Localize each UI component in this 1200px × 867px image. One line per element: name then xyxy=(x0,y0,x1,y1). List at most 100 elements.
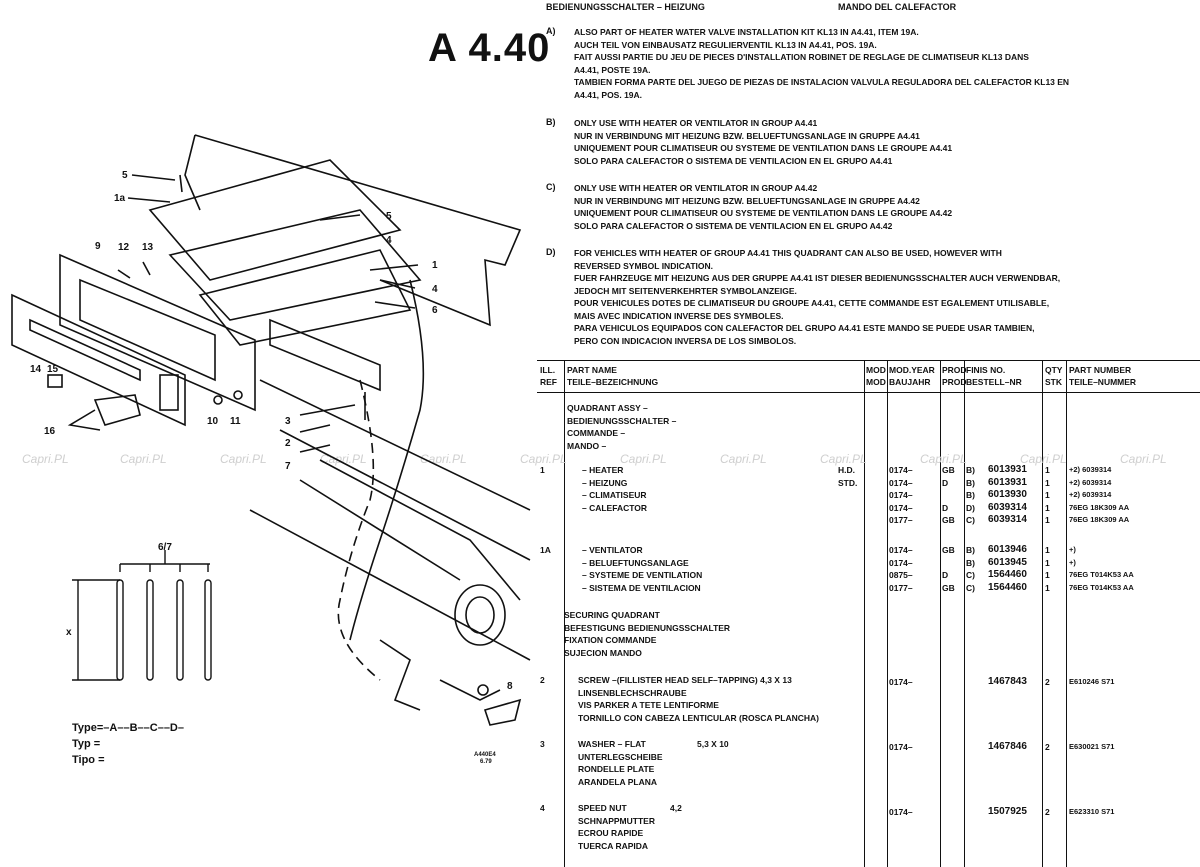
note-line: TAMBIEN FORMA PARTE DEL JUEGO DE PIEZAS … xyxy=(574,77,1070,87)
table-top-rule xyxy=(537,360,1200,361)
watermark: Capri.PL xyxy=(520,452,567,466)
ref-4-size: 4,2 xyxy=(670,803,682,813)
note-line: POUR VEHICULES DOTES DE CLIMATISEUR DU G… xyxy=(574,298,1050,308)
callout-15: 15 xyxy=(47,364,59,375)
note-b-key: B) xyxy=(546,117,556,127)
note-line: SOLO PARA CALEFACTOR O SISTEMA DE VENTIL… xyxy=(574,155,893,166)
note-line: NUR IN VERBINDUNG MIT HEIZUNG BZW. BELUE… xyxy=(574,195,920,206)
note-line: FOR VEHICLES WITH HEATER OF GROUP A4.41 … xyxy=(574,248,1002,258)
duct-outlet xyxy=(454,584,506,646)
watermark: Capri.PL xyxy=(1020,452,1067,466)
callout-13: 13 xyxy=(142,242,154,253)
ref-1a-notes: B)B)C)C) xyxy=(966,545,975,593)
ref-2-names: SCREW –(FILLISTER HEAD SELF–TAPPING) 4,3… xyxy=(578,675,819,723)
typ-line: Typ = xyxy=(72,738,101,750)
callout-8: 8 xyxy=(507,681,513,692)
note-line: SOLO PARA CALEFACTOR O SISTEMA DE VENTIL… xyxy=(574,220,893,231)
note-d: FOR VEHICLES WITH HEATER OF GROUP A4.41 … xyxy=(574,247,1194,347)
col-rule xyxy=(564,360,565,867)
callout-16: 16 xyxy=(44,426,56,437)
quadrant-panel xyxy=(59,253,256,412)
clip-8 xyxy=(483,698,522,726)
col-rule xyxy=(964,360,965,867)
ref-3-finis: 1467846 xyxy=(988,741,1027,752)
ref-1-mods: H.D.STD. xyxy=(838,465,858,488)
ref-1: 1 xyxy=(540,465,545,475)
callout-12: 12 xyxy=(118,242,130,253)
knob-15 xyxy=(47,374,63,388)
dashboard-lower xyxy=(249,379,531,661)
duct xyxy=(299,459,521,601)
watermark: Capri.PL xyxy=(720,452,767,466)
cable-1 xyxy=(349,279,425,641)
col-rule xyxy=(887,360,888,867)
note-line: UNIQUEMENT POUR CLIMATISEUR OU SYSTEME D… xyxy=(574,143,953,153)
ref-1a: 1A xyxy=(540,545,551,555)
callout-1a: 1a xyxy=(114,193,126,204)
note-line: FUER FAHRZEUGE MIT HEIZUNG AUS DER GRUPP… xyxy=(574,273,1061,283)
ref-4-year: 0174– xyxy=(889,807,913,817)
watermark: Capri.PL xyxy=(220,452,267,466)
callout-7: 7 xyxy=(285,461,291,472)
mounting-plate xyxy=(148,159,402,281)
lever-16 xyxy=(67,394,141,431)
col-rule xyxy=(1066,360,1067,867)
col-rule xyxy=(864,360,865,867)
ref-1-years: 0174–0174–0174–0174–0177– xyxy=(889,465,913,525)
lever-arm xyxy=(379,639,421,711)
watermark: Capri.PL xyxy=(22,452,69,466)
note-d-key: D) xyxy=(546,247,556,257)
note-line: FAIT AUSSI PARTIE DU JEU DE PIECES D'INS… xyxy=(574,52,1029,62)
callout-6: 6 xyxy=(432,305,438,316)
ref-4: 4 xyxy=(540,803,545,813)
bezel xyxy=(11,293,186,427)
callout-9: 9 xyxy=(95,241,101,252)
note-line: PERO CON INDICACION INVERSA DE LOS SIMBO… xyxy=(574,335,797,346)
note-line: PARA VEHICULOS EQUIPADOS CON CALEFACTOR … xyxy=(574,323,1035,333)
th-finis: FINIS NO.BESTELL–NR xyxy=(966,365,1022,387)
note-b: ONLY USE WITH HEATER OR VENTILATOR IN GR… xyxy=(574,117,1194,167)
note-line: ONLY USE WITH HEATER OR VENTILATOR IN GR… xyxy=(574,118,818,128)
callout-2: 2 xyxy=(285,438,291,449)
ref-3-pn: E630021 S71 xyxy=(1069,742,1115,751)
callout-10: 10 xyxy=(207,416,219,427)
group-title: QUADRANT ASSY –BEDIENUNGSSCHALTER –COMMA… xyxy=(567,403,677,451)
ref-2-pn: E610246 S71 xyxy=(1069,677,1115,686)
ref-1-names: – HEATER– HEIZUNG– CLIMATISEUR– CALEFACT… xyxy=(582,465,648,513)
note-c-key: C) xyxy=(546,182,556,192)
ref-2-qty: 2 xyxy=(1045,677,1050,687)
note-line: ONLY USE WITH HEATER OR VENTILATOR IN GR… xyxy=(574,183,818,193)
ref-4-qty: 2 xyxy=(1045,807,1050,817)
watermark: Capri.PL xyxy=(320,452,367,466)
th-ill-ref: ILL.REF xyxy=(540,365,557,387)
ref-2-finis: 1467843 xyxy=(988,676,1027,687)
ref-3-year: 0174– xyxy=(889,742,913,752)
ref-4-finis: 1507925 xyxy=(988,806,1027,817)
note-line: AUCH TEIL VON EINBAUSATZ REGULIERVENTIL … xyxy=(574,39,877,50)
ref-1a-names: – VENTILATOR– BELUEFTUNGSANLAGE– SYSTEME… xyxy=(582,545,703,593)
note-line: JEDOCH MIT SEITENVERKEHRTER SYMBOLANZEIG… xyxy=(574,285,797,296)
ref-3-qty: 2 xyxy=(1045,742,1050,752)
col-rule xyxy=(1042,360,1043,867)
ref-2: 2 xyxy=(540,675,545,685)
note-a: ALSO PART OF HEATER WATER VALVE INSTALLA… xyxy=(574,26,1194,101)
ref-2-year: 0174– xyxy=(889,677,913,687)
watermark: Capri.PL xyxy=(920,452,967,466)
note-line: MAIS AVEC INDICATION INVERSE DES SYMBOLE… xyxy=(574,310,784,321)
ref-3: 3 xyxy=(540,739,545,749)
note-line: ALSO PART OF HEATER WATER VALVE INSTALLA… xyxy=(574,27,919,37)
